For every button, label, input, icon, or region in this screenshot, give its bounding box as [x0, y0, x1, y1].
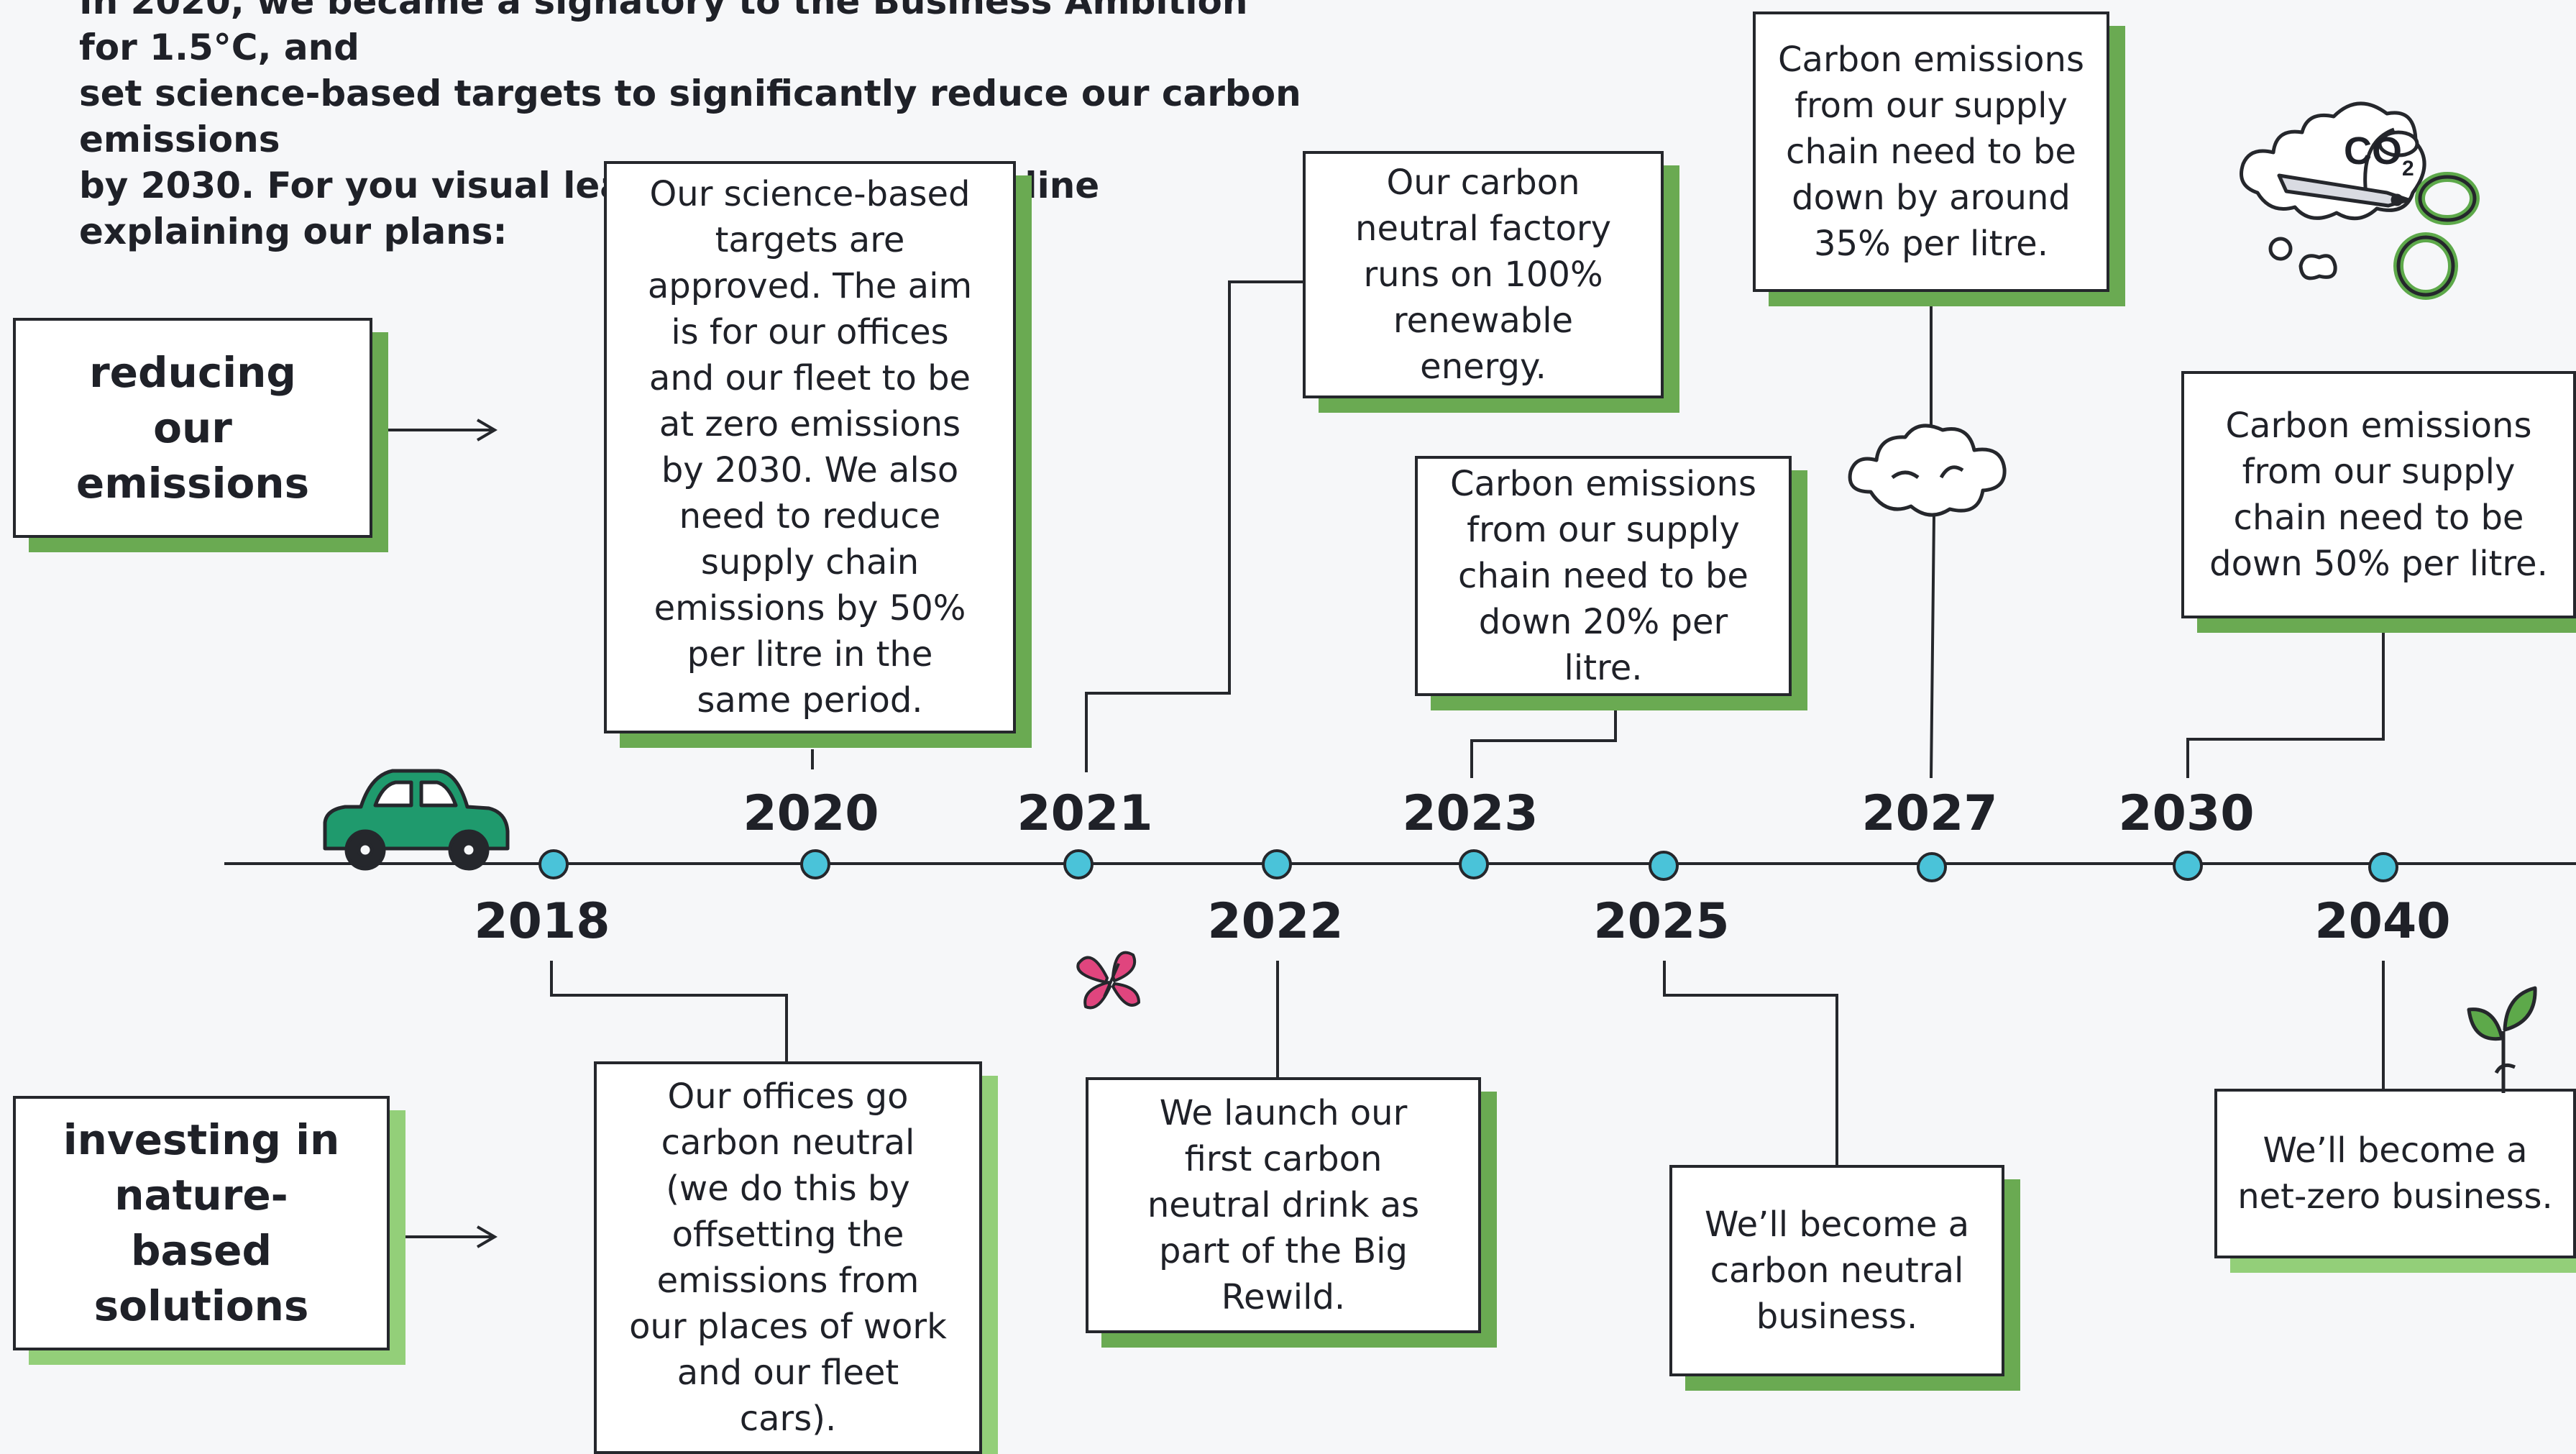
timeline-dot-2023 [1459, 849, 1489, 879]
milestone-2023: Carbon emissions from our supply chain n… [1415, 456, 1792, 696]
milestone-text: Our science-based targets are approved. … [647, 174, 973, 721]
timeline-dot-2022 [1262, 849, 1292, 879]
timeline-dot-2021 [1063, 849, 1094, 879]
co2-scissors-icon: CO2 [2240, 101, 2480, 300]
milestone-2040: We’ll become a net-zero business. [2214, 1089, 2576, 1258]
year-label-2023: 2023 [1402, 785, 1539, 842]
milestone-2021: Our carbon neutral factory runs on 100% … [1303, 151, 1664, 398]
milestone-2027: Carbon emissions from our supply chain n… [1753, 12, 2109, 292]
milestone-text: Carbon emissions from our supply chain n… [1778, 40, 2084, 264]
category-reducing-emissions: reducing our emissions [13, 318, 372, 538]
year-label-2025: 2025 [1593, 893, 1730, 950]
milestone-text: Carbon emissions from our supply chain n… [1450, 464, 1756, 688]
milestone-text: We launch our first carbon neutral drink… [1147, 1093, 1420, 1317]
year-label-2030: 2030 [2118, 785, 2255, 842]
milestone-text: Carbon emissions from our supply chain n… [2209, 406, 2548, 584]
milestone-2025: We’ll become a carbon neutral business. [1669, 1165, 2004, 1376]
connector-2025 [1663, 961, 1838, 1165]
timeline-dot-2027 [1917, 852, 1947, 882]
milestone-text: We’ll become a carbon neutral business. [1704, 1204, 1970, 1337]
category-label: reducing our emissions [75, 347, 310, 508]
year-label-2020: 2020 [743, 785, 879, 842]
arrow-investing [387, 1225, 498, 1248]
butterfly-icon [1076, 951, 1140, 1010]
milestone-text: We’ll become a net-zero business. [2237, 1130, 2553, 1217]
connector-2021 [1085, 280, 1303, 772]
intro-text: In 2020, we became a signatory to the Bu… [79, 0, 1301, 255]
timeline-dot-2018 [538, 849, 569, 879]
connector-2018 [550, 961, 788, 1061]
timeline-dot-2025 [1649, 851, 1679, 881]
intro-line: set science-based targets to significant… [79, 73, 1301, 160]
connector-2027 [1930, 303, 1935, 779]
timeline-dot-2020 [800, 849, 830, 879]
connector-2023 [1470, 703, 1617, 778]
year-label-2027: 2027 [1861, 785, 1998, 842]
milestone-text: Our carbon neutral factory runs on 100% … [1355, 163, 1611, 387]
co2-label: CO2 [2344, 129, 2414, 180]
category-label: investing in nature-based solutions [63, 1115, 340, 1330]
milestone-text: Our offices go carbon neutral (we do thi… [629, 1076, 947, 1439]
milestone-2020: Our science-based targets are approved. … [604, 161, 1016, 733]
milestone-2022: We launch our first carbon neutral drink… [1086, 1077, 1481, 1333]
car-icon [323, 769, 510, 871]
year-label-2021: 2021 [1017, 785, 1153, 842]
milestone-2030: Carbon emissions from our supply chain n… [2181, 371, 2576, 618]
year-label-2022: 2022 [1207, 893, 1344, 950]
cloud-icon [1848, 424, 2007, 517]
milestone-2018: Our offices go carbon neutral (we do thi… [594, 1061, 982, 1454]
intro-line: In 2020, we became a signatory to the Bu… [79, 0, 1248, 68]
connector-2030 [2186, 620, 2385, 778]
co2-label-main: CO [2344, 129, 2402, 173]
arrow-reducing [387, 419, 498, 442]
year-label-2018: 2018 [474, 893, 610, 950]
timeline-dot-2040 [2368, 852, 2398, 882]
category-nature-solutions: investing in nature-based solutions [13, 1096, 390, 1350]
year-label-2040: 2040 [2314, 893, 2451, 950]
sprout-icon [2467, 986, 2537, 1093]
timeline-dot-2030 [2173, 851, 2203, 881]
co2-label-sub: 2 [2402, 157, 2414, 180]
